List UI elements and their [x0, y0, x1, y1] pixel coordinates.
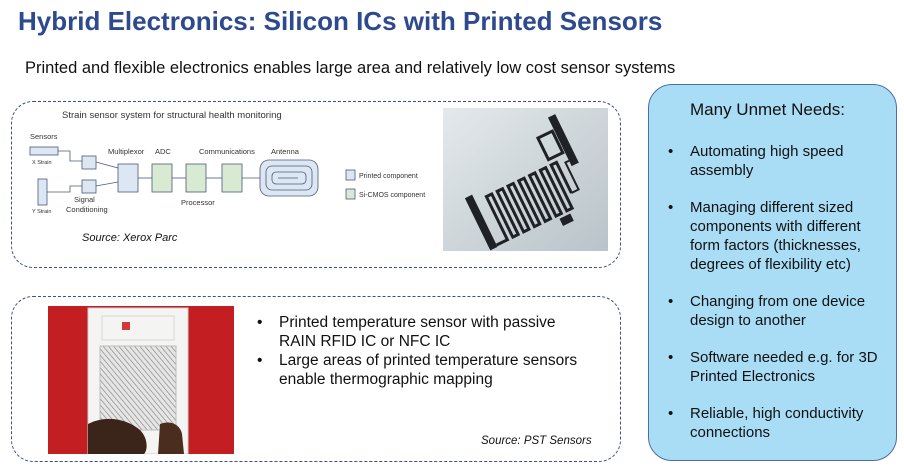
- legend-cmos-swatch: [345, 188, 356, 200]
- adc-box: [151, 163, 173, 193]
- signal-label: Signal: [74, 195, 95, 204]
- wire-y-to-cond: [47, 185, 82, 193]
- unmet-needs-title: Many Unmet Needs:: [690, 100, 845, 119]
- signal-cond-box-2: [81, 179, 97, 194]
- pst-bullet-1: Printed temperature sensor with passive …: [255, 313, 595, 351]
- legend-cmos-label: Si-CMOS component: [359, 192, 425, 199]
- page-title: Hybrid Electronics: Silicon ICs with Pri…: [18, 6, 663, 36]
- source-xerox: Source: Xerox Parc: [82, 232, 178, 244]
- x-strain-sensor: [29, 146, 59, 156]
- need-item: Automating high speed assembly: [668, 142, 890, 180]
- conditioning-label: Conditioning: [66, 205, 108, 214]
- y-strain-sensor: [37, 178, 48, 206]
- unmet-needs-list: Automating high speed assembly Managing …: [668, 142, 890, 460]
- signal-cond-box-1: [81, 155, 97, 170]
- antenna-label: Antenna: [271, 147, 300, 156]
- adc-label: ADC: [155, 147, 171, 156]
- x-strain-label: X Strain: [32, 160, 52, 166]
- need-item: Reliable, high conductivity connections: [668, 404, 890, 442]
- legend-printed-label: Printed component: [359, 173, 418, 180]
- wire-x-to-cond: [58, 150, 82, 162]
- multiplexor-box: [117, 163, 139, 193]
- pst-bullet-2: Large areas of printed temperature senso…: [255, 351, 595, 389]
- need-item: Managing different sized components with…: [668, 198, 890, 274]
- communications-box: [221, 163, 243, 193]
- wire-cond2-mux: [95, 181, 119, 187]
- processor-label: Processor: [181, 198, 215, 207]
- strain-sensor-diagram: Strain sensor system for structural heal…: [29, 110, 425, 215]
- need-item: Changing from one device design to anoth…: [668, 292, 890, 330]
- communications-label: Communications: [199, 147, 255, 156]
- diagram-heading: Strain sensor system for structural heal…: [62, 110, 282, 121]
- multiplexor-label: Multiplexor: [108, 147, 145, 156]
- source-pst: Source: PST Sensors: [481, 435, 592, 447]
- wire-cond1-mux: [95, 161, 119, 169]
- sensors-label: Sensors: [30, 132, 58, 141]
- y-strain-label: Y Strain: [32, 209, 51, 215]
- printed-temperature-sensor-photo: [48, 306, 234, 454]
- legend-printed-swatch: [345, 169, 356, 181]
- printed-antenna-photo: [443, 108, 608, 251]
- page-subtitle: Printed and flexible electronics enables…: [25, 59, 676, 77]
- need-item: Software needed e.g. for 3D Printed Elec…: [668, 348, 890, 386]
- processor-box: [185, 163, 207, 193]
- antenna-icon: [259, 159, 319, 197]
- pst-bullet-list: Printed temperature sensor with passive …: [255, 313, 595, 389]
